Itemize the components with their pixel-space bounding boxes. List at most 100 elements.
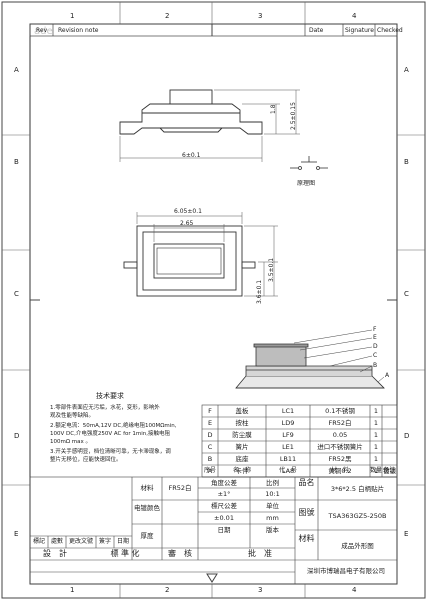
parts-header-name: 名 称 [232, 467, 251, 474]
material2-label: 材料 [298, 534, 315, 543]
column-label-bottom-2: 2 [165, 586, 170, 594]
tech-requirement-line: 1.零部件表面应无污垢，水花，变形，影响外 [50, 405, 160, 411]
parts-cell-seq: C [207, 443, 213, 451]
tech-requirement-line: 100mΩ max 。 [50, 439, 92, 445]
section-letter-c: C [373, 352, 378, 359]
revision-col-checked: Checked [377, 27, 403, 34]
tech-requirements-title: 技术要求 [96, 392, 124, 400]
parts-cell-name: 盖板 [235, 407, 249, 415]
product-name-label: 品名 [298, 478, 315, 487]
parts-cell-name: 按柱 [235, 419, 249, 427]
company-name: 深圳市博瑞昌电子有限公司 [307, 567, 385, 575]
parts-cell-material: FR52黑 [328, 455, 352, 463]
revision-col-signature: Signature [345, 27, 374, 34]
standard-tolerance-value: ±0.01 [214, 514, 234, 522]
mark-date-label: 日期 [116, 538, 129, 545]
parts-cell-seq: F [208, 407, 212, 415]
parts-cell-seq: D [207, 431, 213, 439]
parts-cell-code: LB11 [279, 455, 297, 463]
product-name-value: 3*6*2.5 白柄贴片 [330, 485, 385, 493]
parts-cell-material: FR52白 [328, 419, 352, 427]
parts-cell-qty: 1 [373, 455, 379, 463]
parts-cell-qty: 1 [373, 419, 379, 427]
column-label-bottom-1: 1 [70, 586, 75, 594]
scale-value: 10:1 [265, 490, 280, 498]
version-label: 版本 [266, 526, 279, 534]
parts-header-qty: 数量 [370, 467, 383, 474]
parts-cell-qty: 1 [373, 443, 379, 451]
row-label-b: B [14, 158, 19, 166]
design-label: 設 計 [43, 549, 67, 558]
change-doc-label: 更改文號 [68, 538, 93, 545]
row-label-a: A [14, 66, 19, 74]
revision-col-date: Date [309, 27, 324, 34]
top-view-height-b: 3.6±0.1 [256, 279, 263, 304]
parts-header-material: 材 料 [330, 467, 349, 474]
angle-tolerance-value: ±1° [217, 490, 231, 498]
standard-tolerance-label: 標尺公差 [211, 502, 237, 510]
signature-label: 簽字 [98, 538, 111, 545]
approve-label: 批 准 [248, 549, 272, 558]
parts-cell-seq: B [207, 455, 213, 463]
side-view-height-dim: 1.8 [270, 104, 277, 114]
top-view-inner-width: 2.65 [180, 220, 194, 227]
watermark-text: ade [34, 26, 53, 37]
row-label-right-d: D [404, 432, 410, 440]
parts-header-code: 代 号 [278, 467, 297, 474]
parts-cell-material: 0.05 [332, 431, 348, 439]
column-label-3: 3 [258, 12, 263, 20]
parts-cell-code: LE1 [282, 443, 294, 451]
material-label: 材料 [140, 484, 154, 492]
date-label: 日期 [217, 526, 231, 534]
parts-cell-qty: 1 [373, 431, 379, 439]
parts-cell-code: LA8 [281, 467, 295, 475]
parts-cell-code: LD9 [281, 419, 295, 427]
row-label-d: D [14, 432, 20, 440]
count-label: 處數 [50, 538, 63, 545]
tech-requirement-line: 观及性能等缺陷。 [50, 413, 95, 419]
parts-cell-remark: 镀银 [383, 467, 396, 475]
section-letter-a: A [385, 372, 390, 379]
parts-cell-material: 进口不锈钢簧片 [317, 443, 363, 451]
unit-label: 单位 [266, 502, 279, 510]
parts-cell-seq: E [207, 419, 213, 427]
standardization-label: 標 準 化 [110, 549, 140, 558]
review-label: 審 核 [168, 549, 192, 558]
parts-cell-material: 黄铜0.2 [328, 467, 352, 475]
product-drawing-label: 成品外形图 [341, 542, 374, 550]
parts-cell-code: LC1 [281, 407, 295, 415]
section-letter-f: F [373, 326, 377, 333]
tech-requirement-line: 2.额定电流：50mA,12V DC,绝缘电阻100MΩmin, [50, 423, 177, 429]
row-label-right-e: E [404, 530, 409, 538]
top-view-height-a: 3.5±0.1 [268, 257, 275, 282]
parts-cell-name: 底座 [235, 455, 249, 463]
row-label-right-c: C [404, 290, 409, 298]
row-label-right-b: B [404, 158, 409, 166]
top-view-outer-width: 6.05±0.1 [174, 208, 202, 215]
parts-header-seq: 序号 [203, 467, 216, 474]
parts-cell-name: 簧片 [235, 443, 249, 451]
parts-cell-seq: A [207, 467, 213, 475]
scale-label: 比例 [266, 479, 279, 487]
column-label-2: 2 [165, 12, 170, 20]
column-label-bottom-4: 4 [352, 586, 357, 594]
tech-requirement-line: 3.开关手感明显，档位清晰可靠，无卡滞现象，调 [50, 449, 171, 455]
column-label-1: 1 [70, 12, 75, 20]
parts-cell-code: LF9 [282, 431, 294, 439]
parts-cell-qty: 1 [373, 407, 379, 415]
parts-cell-name: 防尘膜 [232, 431, 252, 439]
tech-requirement-line: 100V DC,介电强度250V AC for 1min,接触电阻 [50, 431, 171, 437]
unit-value: mm [266, 514, 279, 522]
row-label-c: C [14, 290, 19, 298]
parts-cell-qty: 1 [373, 467, 379, 475]
thickness-label: 厚度 [140, 532, 154, 540]
tech-requirement-line: 整片无移位，应能快速回位。 [50, 457, 122, 463]
row-label-e: E [14, 530, 19, 538]
material-value: FR52白 [168, 484, 192, 492]
revision-col-note: Revision note [58, 27, 99, 34]
section-letter-e: E [373, 334, 377, 341]
parts-header-remark: 备注 [383, 467, 396, 474]
drawing-number-label: 图號 [298, 508, 315, 517]
angle-tolerance-label: 角度公差 [211, 479, 237, 487]
